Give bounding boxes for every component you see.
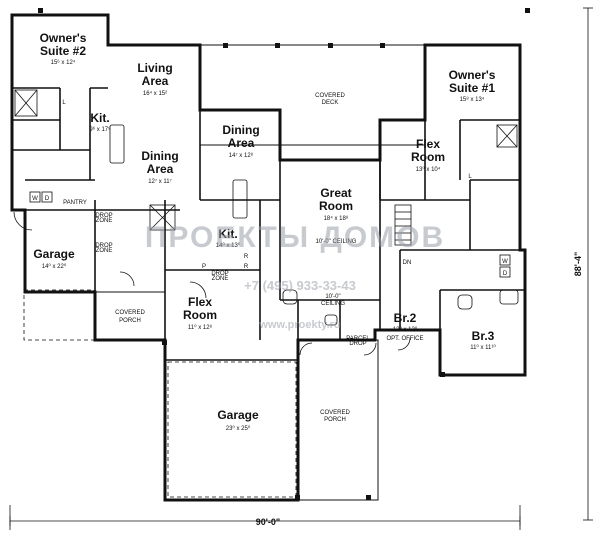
fridge-r-label-1: R xyxy=(244,254,249,260)
overall-width: 90'-0" xyxy=(256,517,280,527)
kitchen-2-label: Kit. xyxy=(218,227,237,241)
flex-room-1-label-1: Flex xyxy=(416,137,440,151)
dining-area-1-dims: 12⁷ x 11⁷ xyxy=(148,178,172,185)
living-area-label-2: Area xyxy=(142,74,169,88)
great-room-dims: 18⁴ x 18⁸ xyxy=(324,215,349,222)
linen-l-label-1: L xyxy=(62,100,66,106)
flex-room-2-label-2: Room xyxy=(183,308,217,322)
owners-suite-1-dims: 15⁸ x 13⁴ xyxy=(460,96,485,103)
stairs-dn-label: DN xyxy=(403,260,412,266)
flex-room-1-dims: 13⁰ x 10⁴ xyxy=(416,166,441,173)
watermark: ПРОЕКТЫ ДОМОВ +7 (495) 933-33-43 www.pro… xyxy=(145,221,445,331)
owners-suite-2-dims: 15⁶ x 12⁴ xyxy=(51,59,76,66)
flex-room-1-label-2: Room xyxy=(411,150,445,164)
garage-2-label: Garage xyxy=(217,408,259,422)
washer-label: W xyxy=(32,196,38,202)
owners-suite-2-label-2: Suite #2 xyxy=(40,44,86,58)
fridge-r-label-2: R xyxy=(244,264,249,270)
pantry-label: PANTRY xyxy=(63,200,87,206)
garage-1-label: Garage xyxy=(33,247,75,261)
covered-deck-line-1: COVERED xyxy=(315,93,345,99)
parcel-drop-line-2: DROP xyxy=(349,341,366,347)
br3-label: Br.3 xyxy=(472,329,495,343)
living-area-dims: 16⁴ x 15² xyxy=(143,90,167,97)
hall-ceiling-line-2: CEILING xyxy=(321,301,345,307)
br2-label: Br.2 xyxy=(394,311,417,325)
washer-2-label: W xyxy=(502,259,508,265)
owners-suite-2-label-1: Owner's xyxy=(40,31,87,45)
covered-porch-1-line-1: COVERED xyxy=(115,310,145,316)
flex-room-2-dims: 11⁰ x 12⁸ xyxy=(188,324,213,331)
pantry-p-label: P xyxy=(202,264,206,270)
drop-zone-1-line-1: DROP xyxy=(95,213,112,219)
dining-area-2-dims: 14⁷ x 12⁸ xyxy=(229,152,254,159)
drop-zone-3-line-1: DROP xyxy=(211,271,228,277)
garage-1-dims: 14⁰ x 22⁰ xyxy=(42,263,67,270)
covered-porch-2-line-1: COVERED xyxy=(320,410,350,416)
watermark-text: ПРОЕКТЫ ДОМОВ xyxy=(145,221,445,254)
hall-ceiling-line-1: 10'-0" xyxy=(325,294,340,300)
drop-zone-1-line-2: ZONE xyxy=(96,218,113,224)
columns xyxy=(38,8,530,500)
br3-dims: 11⁰ x 11¹⁰ xyxy=(470,344,496,351)
fixtures xyxy=(13,89,519,498)
dining-area-2-label-2: Area xyxy=(228,136,255,150)
br2-dims: 12⁰ x 12⁰ xyxy=(393,326,418,333)
living-area-label-1: Living xyxy=(137,61,172,75)
utility-labels: PANTRY W D W D DROP ZONE DROP ZONE DROP … xyxy=(32,100,508,347)
parcel-drop-line-1: PARCEL xyxy=(346,336,370,342)
dining-area-1-label-1: Dining xyxy=(141,149,178,163)
br2-note: OPT. OFFICE xyxy=(386,336,423,342)
interior-walls xyxy=(12,87,525,361)
overall-depth: 88'-4" xyxy=(573,252,583,276)
dining-area-2-label-1: Dining xyxy=(222,123,259,137)
kitchen-2-dims: 14⁰ x 13⁰ xyxy=(216,242,241,249)
great-room-ceiling: 10'-0" CEILING xyxy=(316,239,357,245)
owners-suite-1-label-1: Owner's xyxy=(449,68,496,82)
overall-dimensions: 90'-0" 88'-4" xyxy=(256,252,583,527)
watermark-site: www.proekty.ru xyxy=(258,319,340,331)
great-room-label-1: Great xyxy=(320,186,351,200)
room-labels: Owner's Suite #2 15⁶ x 12⁴ Living Area 1… xyxy=(33,31,496,432)
covered-porch-2-line-2: PORCH xyxy=(324,417,346,423)
dryer-2-label: D xyxy=(503,271,508,277)
drop-zone-2-line-2: ZONE xyxy=(96,248,113,254)
dining-area-1-label-2: Area xyxy=(147,162,174,176)
kitchen-1-label: Kit. xyxy=(90,111,109,125)
flex-room-2-label-1: Flex xyxy=(188,295,212,309)
linen-l-label-2: L xyxy=(468,174,472,180)
covered-porch-1-line-2: PORCH xyxy=(119,318,141,324)
watermark-phone: +7 (495) 933-33-43 xyxy=(244,278,356,293)
garage-2-dims: 23⁰ x 25⁰ xyxy=(226,425,251,432)
drop-zone-2-line-1: DROP xyxy=(95,243,112,249)
kitchen-1-dims: 9⁶ x 17⁸ xyxy=(89,126,111,133)
drop-zone-3-line-2: ZONE xyxy=(212,276,229,282)
great-room-label-2: Room xyxy=(319,199,353,213)
covered-deck-line-2: DECK xyxy=(322,100,339,106)
dimension-lines xyxy=(9,7,593,530)
exterior-walls xyxy=(10,13,527,502)
owners-suite-1-label-2: Suite #1 xyxy=(449,81,495,95)
dryer-label: D xyxy=(45,196,50,202)
